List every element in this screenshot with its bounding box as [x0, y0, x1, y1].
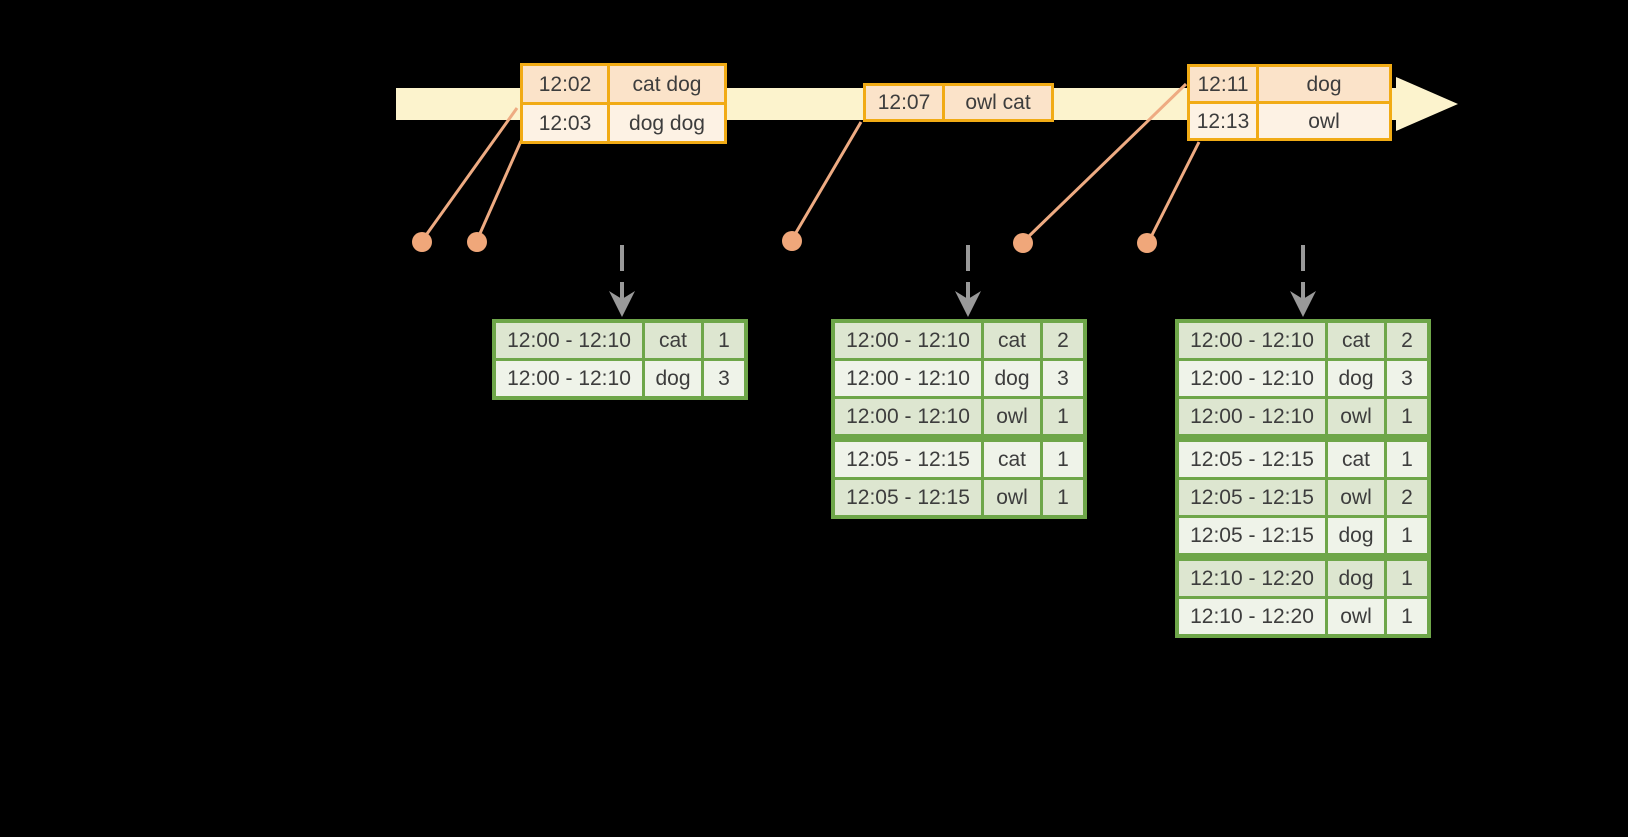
event-words-cell: owl [1259, 104, 1389, 138]
count-cell: 3 [1043, 361, 1083, 396]
window-cell: 12:00 - 12:10 [835, 323, 981, 358]
trigger-arrowhead [609, 291, 635, 317]
count-cell: 3 [1387, 361, 1427, 396]
word-cell: cat [1328, 442, 1384, 477]
event-dot [1013, 233, 1033, 253]
event-row: 12:02 cat dog [523, 66, 724, 102]
count-cell: 2 [1043, 323, 1083, 358]
event-connector-line [476, 140, 523, 239]
window-cell: 12:00 - 12:10 [1179, 399, 1325, 434]
count-cell: 2 [1387, 323, 1427, 358]
count-cell: 1 [1387, 599, 1427, 634]
window-cell: 12:05 - 12:15 [835, 442, 981, 477]
word-cell: dog [1328, 561, 1384, 596]
count-cell: 3 [704, 361, 744, 396]
word-cell: owl [1328, 599, 1384, 634]
window-cell: 12:00 - 12:10 [496, 361, 642, 396]
result-table-2: 12:00 - 12:10 cat 2 12:00 - 12:10 dog 3 … [831, 319, 1087, 519]
count-cell: 1 [1387, 442, 1427, 477]
count-cell: 1 [1387, 399, 1427, 434]
window-cell: 12:00 - 12:10 [496, 323, 642, 358]
word-cell: owl [984, 480, 1040, 515]
count-cell: 1 [1043, 480, 1083, 515]
word-cell: dog [984, 361, 1040, 396]
event-dot [467, 232, 487, 252]
event-time-cell: 12:03 [523, 105, 607, 141]
count-cell: 1 [1387, 518, 1427, 553]
word-cell: cat [984, 323, 1040, 358]
window-cell: 12:00 - 12:10 [835, 399, 981, 434]
event-row: 12:03 dog dog [523, 105, 724, 141]
count-cell: 2 [1387, 480, 1427, 515]
word-cell: dog [1328, 518, 1384, 553]
window-cell: 12:00 - 12:10 [835, 361, 981, 396]
count-cell: 1 [1043, 442, 1083, 477]
event-row: 12:11 dog [1190, 67, 1389, 101]
event-row: 12:07 owl cat [866, 86, 1051, 119]
event-words-cell: dog dog [610, 105, 724, 141]
result-row: 12:05 - 12:15 dog 1 [1179, 518, 1427, 553]
window-cell: 12:00 - 12:10 [1179, 323, 1325, 358]
event-table-3: 12:11 dog 12:13 owl [1187, 64, 1392, 141]
event-row: 12:13 owl [1190, 104, 1389, 138]
result-row: 12:05 - 12:15 cat 1 [1179, 442, 1427, 477]
event-words-cell: owl cat [945, 86, 1051, 119]
result-row: 12:00 - 12:10 dog 3 [835, 361, 1083, 396]
count-cell: 1 [1387, 561, 1427, 596]
word-cell: owl [1328, 480, 1384, 515]
result-row: 12:10 - 12:20 dog 1 [1179, 561, 1427, 596]
result-row: 12:00 - 12:10 cat 2 [1179, 323, 1427, 358]
event-words-cell: cat dog [610, 66, 724, 102]
result-row: 12:00 - 12:10 cat 1 [496, 323, 744, 358]
word-cell: owl [1328, 399, 1384, 434]
word-cell: dog [645, 361, 701, 396]
event-connector-line [1024, 82, 1188, 241]
word-cell: cat [1328, 323, 1384, 358]
trigger-arrowhead [1290, 291, 1316, 317]
result-row: 12:10 - 12:20 owl 1 [1179, 599, 1427, 634]
window-cell: 12:05 - 12:15 [1179, 480, 1325, 515]
event-dot [412, 232, 432, 252]
window-cell: 12:00 - 12:10 [1179, 361, 1325, 396]
result-row: 12:00 - 12:10 owl 1 [1179, 399, 1427, 434]
event-time-cell: 12:07 [866, 86, 942, 119]
event-dot [1137, 233, 1157, 253]
event-table-2: 12:07 owl cat [863, 83, 1054, 122]
event-connector-line [1148, 141, 1201, 240]
event-time-cell: 12:11 [1190, 67, 1256, 101]
result-row: 12:05 - 12:15 owl 2 [1179, 480, 1427, 515]
window-cell: 12:05 - 12:15 [1179, 442, 1325, 477]
result-row: 12:05 - 12:15 cat 1 [835, 442, 1083, 477]
result-row: 12:00 - 12:10 owl 1 [835, 399, 1083, 434]
word-cell: cat [645, 323, 701, 358]
count-cell: 1 [704, 323, 744, 358]
result-row: 12:00 - 12:10 cat 2 [835, 323, 1083, 358]
trigger-arrowhead [955, 291, 981, 317]
word-cell: dog [1328, 361, 1384, 396]
event-table-1: 12:02 cat dog 12:03 dog dog [520, 63, 727, 144]
result-row: 12:00 - 12:10 dog 3 [496, 361, 744, 396]
window-cell: 12:05 - 12:15 [835, 480, 981, 515]
event-words-cell: dog [1259, 67, 1389, 101]
word-cell: cat [984, 442, 1040, 477]
result-table-1: 12:00 - 12:10 cat 1 12:00 - 12:10 dog 3 [492, 319, 748, 400]
word-cell: owl [984, 399, 1040, 434]
event-connector-line [422, 107, 519, 239]
result-table-3: 12:00 - 12:10 cat 2 12:00 - 12:10 dog 3 … [1175, 319, 1431, 638]
window-cell: 12:05 - 12:15 [1179, 518, 1325, 553]
event-dot [782, 231, 802, 251]
window-cell: 12:10 - 12:20 [1179, 561, 1325, 596]
result-row: 12:05 - 12:15 owl 1 [835, 480, 1083, 515]
event-connector-line [792, 121, 863, 237]
timeline-arrowhead [1396, 77, 1458, 131]
count-cell: 1 [1043, 399, 1083, 434]
event-time-cell: 12:13 [1190, 104, 1256, 138]
event-time-cell: 12:02 [523, 66, 607, 102]
result-row: 12:00 - 12:10 dog 3 [1179, 361, 1427, 396]
window-cell: 12:10 - 12:20 [1179, 599, 1325, 634]
